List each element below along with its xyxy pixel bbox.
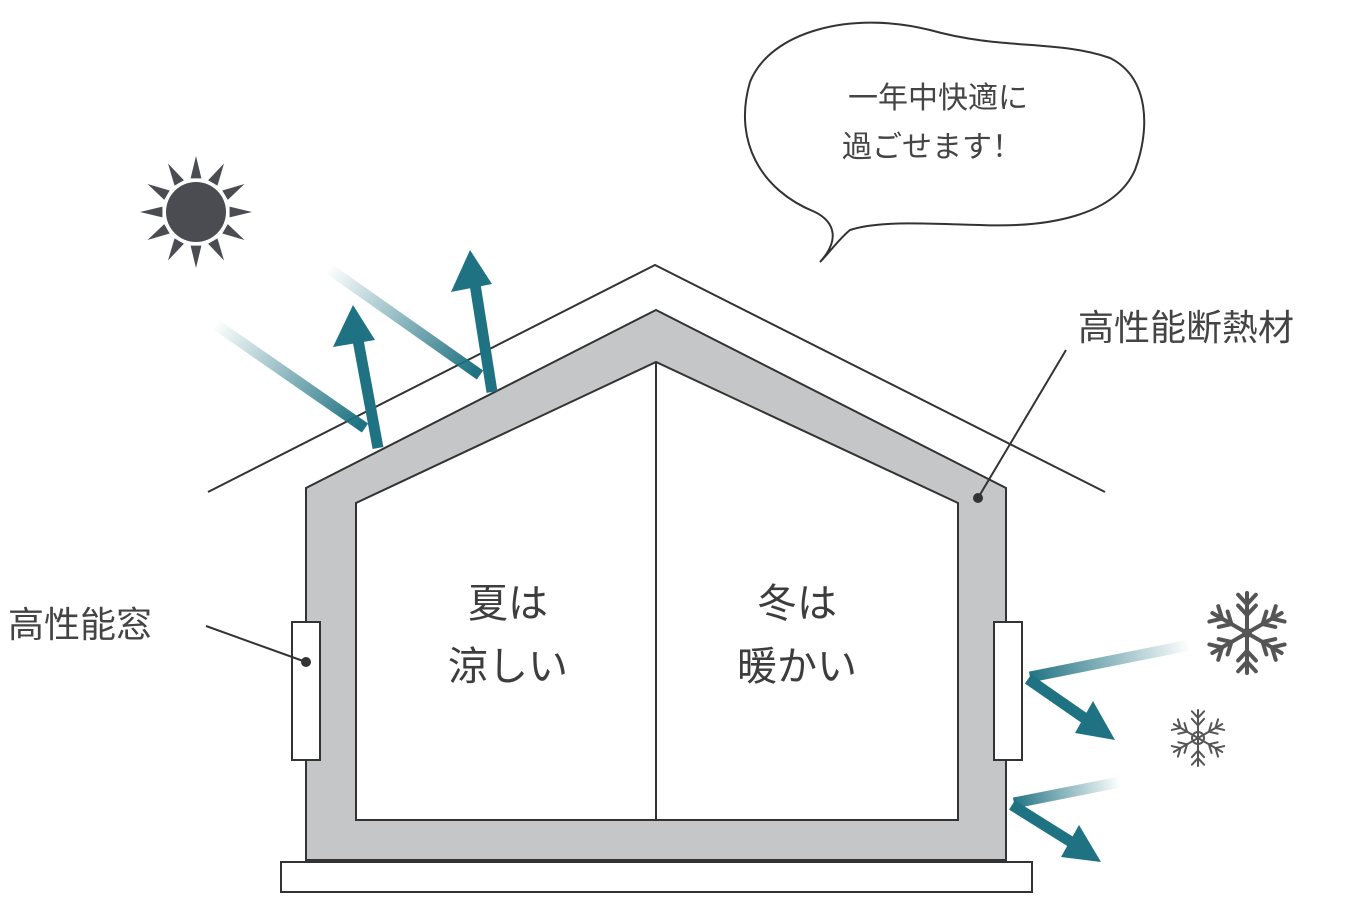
insulation-leader-line — [977, 349, 1067, 499]
right-window — [993, 621, 1023, 761]
reflected-heat-arrow-2 — [324, 250, 498, 393]
reflected-heat-arrow-1 — [211, 305, 384, 450]
insulation-wall — [305, 308, 1007, 861]
winter-room-text-line2: 暖かい — [737, 644, 857, 690]
window-point-dot — [301, 657, 311, 667]
window-leader-line — [205, 625, 307, 663]
summer-room-text-line1: 夏は — [468, 581, 548, 627]
speech-bubble — [743, 21, 1146, 263]
left-window — [291, 621, 321, 761]
insulation-point-dot — [973, 493, 983, 503]
speech-bubble-text-line2: 過ごせます！ — [842, 130, 1022, 165]
cold-deflected-arrow-1 — [1024, 639, 1192, 740]
summer-room-text-line2: 涼しい — [448, 644, 568, 690]
foundation — [280, 861, 1033, 893]
speech-bubble-text-line1: 一年中快適に — [848, 81, 1028, 116]
winter-room-text-line1: 冬は — [757, 581, 837, 627]
snowflake-icon — [1170, 709, 1226, 767]
sun-icon — [140, 156, 252, 268]
window-label: 高性能窓 — [8, 605, 152, 646]
cold-deflected-arrow-2 — [1009, 776, 1122, 862]
insulation-label: 高性能断熱材 — [1078, 308, 1294, 349]
snowflake-icon — [1207, 591, 1287, 675]
